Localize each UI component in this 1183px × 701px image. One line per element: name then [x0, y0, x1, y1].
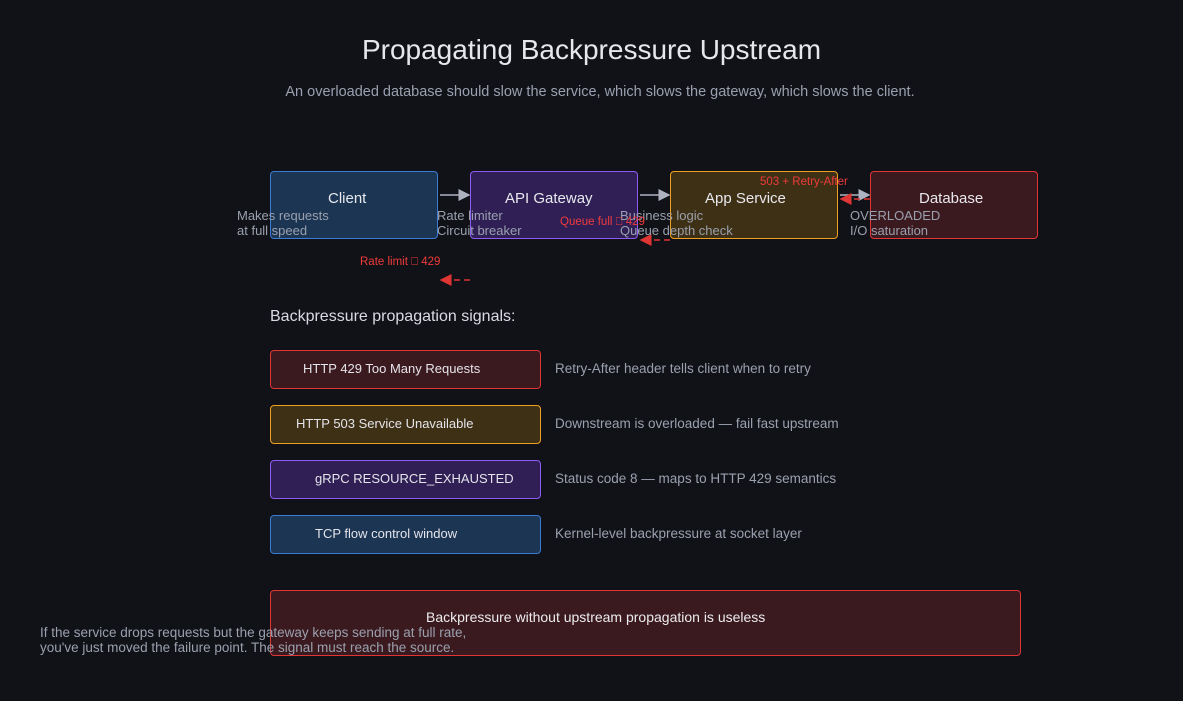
signal-http-429-desc: Retry-After header tells client when to … — [555, 361, 811, 376]
signal-http-503: HTTP 503 Service Unavailable — [270, 405, 541, 444]
signal-http-429-label: HTTP 429 Too Many Requests — [303, 361, 481, 376]
warning-banner-title: Backpressure without upstream propagatio… — [426, 609, 766, 625]
page-subtitle: An overloaded database should slow the s… — [285, 84, 915, 100]
signal-grpc-label: gRPC RESOURCE_EXHAUSTED — [315, 471, 514, 486]
node-api-gateway-title: API Gateway — [505, 190, 593, 207]
node-database: Database — [870, 171, 1038, 239]
node-api-gateway: API Gateway — [470, 171, 638, 239]
signals-heading: Backpressure propagation signals: — [270, 308, 516, 325]
signal-grpc-resource-exhausted: gRPC RESOURCE_EXHAUSTED — [270, 460, 541, 499]
signal-grpc-desc: Status code 8 — maps to HTTP 429 semanti… — [555, 471, 837, 486]
node-client-title: Client — [328, 190, 367, 207]
backflow-label-rate-limit: Rate limit ⎕ 429 — [360, 256, 441, 268]
node-app-service-title: App Service — [705, 190, 786, 207]
warning-banner: Backpressure without upstream propagatio… — [270, 590, 1021, 656]
backflow-label-queue-full: Queue full ⎕ 429 — [560, 216, 645, 228]
signal-http-503-label: HTTP 503 Service Unavailable — [296, 416, 474, 431]
signal-http-503-desc: Downstream is overloaded — fail fast ups… — [555, 416, 839, 431]
node-app-service: App Service — [670, 171, 838, 239]
node-database-title: Database — [919, 190, 984, 207]
signal-tcp-flow-control: TCP flow control window — [270, 515, 541, 554]
page-title: Propagating Backpressure Upstream — [361, 34, 822, 65]
signal-tcp-desc: Kernel-level backpressure at socket laye… — [555, 526, 802, 541]
signal-http-429: HTTP 429 Too Many Requests — [270, 350, 541, 389]
node-client: Client — [270, 171, 438, 239]
backflow-label-503: 503 + Retry-After — [760, 176, 848, 188]
warning-banner-text: If the service drops requests but the ga… — [40, 625, 467, 655]
signal-tcp-label: TCP flow control window — [315, 526, 458, 541]
